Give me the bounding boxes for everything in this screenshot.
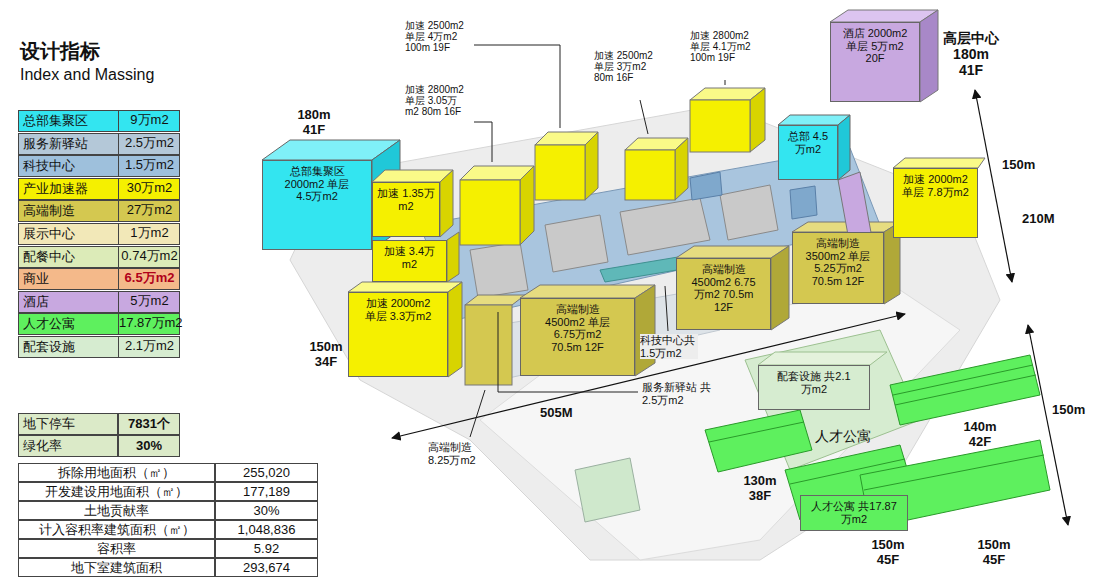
table-cell: 1,048,836 [215,520,318,539]
annotation-label: 505M [540,406,573,421]
block-label: 加速 2000m2 单层 7.8万m2 [900,173,972,198]
hotel-tower: 酒店 2000m2 单层 5万m2 20F [830,22,920,102]
table-cell: 2.5万m2 [118,133,180,155]
block-label: 酒店 2000m2 单层 5万m2 20F [839,27,911,65]
table-cell: 5万m2 [118,291,180,313]
table-cell: 2.1万m2 [118,336,180,358]
manufacturing-block: 高端制造 4500m2 6.75万m2 70.5m 12F [676,258,771,330]
table-cell: 5.92 [215,539,318,558]
table-cell: 拆除用地面积（㎡） [18,463,215,482]
table-cell: 土地贡献率 [18,501,215,520]
accelerator-block: 加速 3.4万m2 [372,240,447,282]
table-cell: 7831个 [118,413,180,435]
table-cell: 30% [118,435,180,457]
annotation-label: 科技中心共 1.5万m2 [640,334,698,359]
amenity-block: 配套设施 共2.1万m2 [758,365,870,410]
table-cell: 27万m2 [118,200,180,222]
table-cell: 30万m2 [118,178,180,200]
block-label: 人才公寓 共17.87万m2 [809,500,899,525]
table-cell: 1万m2 [118,223,180,245]
accelerator-block: 加速 2000m2 单层 3.3万m2 [348,292,448,377]
diagram-title: 设计指标 [20,38,100,65]
annotation-label: 150m 45F [972,538,1016,568]
table-cell: 177,189 [215,482,318,501]
table-cell: 293,674 [215,558,318,577]
accelerator-block: 加速 2000m2 单层 7.8万m2 [893,168,978,238]
block-label: 总部集聚区 2000m2 单层 4.5万m2 [277,165,357,203]
annotation-label: 加速 2800m2 单层 3.05万m2 80m 16F [405,84,471,117]
annotation-label: 人才公寓 [815,428,871,444]
block-label: 配套设施 共2.1万m2 [774,370,854,395]
annotation-label: 加速 2800m2 单层 4.1万m2 100m 19F [690,30,756,63]
annotation-label: 210M [1022,212,1055,227]
table-cell: 1.5万m2 [118,155,180,177]
table-cell: 计入容积率建筑面积（㎡） [18,520,215,539]
table-cell: 地下停车 [18,413,118,435]
annotation-label: Index and Massing [20,66,154,84]
table-cell: 容积率 [18,539,215,558]
table-cell: 开发建设用地面积（㎡） [18,482,215,501]
annotation-label: 150m [1052,403,1085,418]
manufacturing-block: 高端制造 4500m2 单层 6.75万m2 70.5m 12F [520,298,635,376]
block-label: 加速 2000m2 单层 3.3万m2 [362,297,434,322]
table-cell: 30% [215,501,318,520]
block-label: 加速 1.35万m2 [377,187,435,212]
annotation-label: 高层中心 180m 41F [942,30,1000,78]
table-cell: 255,020 [215,463,318,482]
annotation-label: 高端制造 8.25万m2 [428,441,484,466]
headquarters-block: 总部 4.5万m2 [778,125,838,180]
apartment-block: 人才公寓 共17.87万m2 [800,495,908,531]
table-cell: 9万m2 [118,110,180,132]
annotation-label: 150m 34F [304,340,348,370]
annotation-label: 150m [1002,158,1035,173]
table-cell: 绿化率 [18,435,118,457]
table-cell: 17.87万m2 [118,313,180,335]
block-label: 加速 3.4万m2 [377,245,442,270]
manufacturing-block: 高端制造 3500m2 单层 5.25万m2 70.5m 12F [792,232,884,304]
block-label: 高端制造 4500m2 6.75万m2 70.5m 12F [689,263,759,314]
block-label: 高端制造 4500m2 单层 6.75万m2 70.5m 12F [543,303,613,354]
accelerator-block: 加速 1.35万m2 [372,182,440,237]
annotation-label: 服务新驿站 共2.5万m2 [642,381,712,406]
annotation-label: 140m 42F [958,420,1002,450]
annotation-label: 加速 2500m2 单层 3万m2 80m 16F [594,50,658,83]
table-cell: 6.5万m2 [118,268,180,290]
annotation-label: 130m 38F [738,474,782,504]
annotation-label: 180m 41F [292,108,336,138]
block-label: 总部 4.5万m2 [783,130,833,155]
table-cell: 地下室建筑面积 [18,558,215,577]
annotation-label: 加速 2500m2 单层 4万m2 100m 19F [405,20,471,53]
headquarters-block: 总部集聚区 2000m2 单层 4.5万m2 [262,160,372,250]
annotation-label: 150m 45F [866,538,910,568]
table-cell: 0.74万m2 [118,246,180,268]
block-label: 高端制造 3500m2 单层 5.25万m2 70.5m 12F [803,237,873,288]
